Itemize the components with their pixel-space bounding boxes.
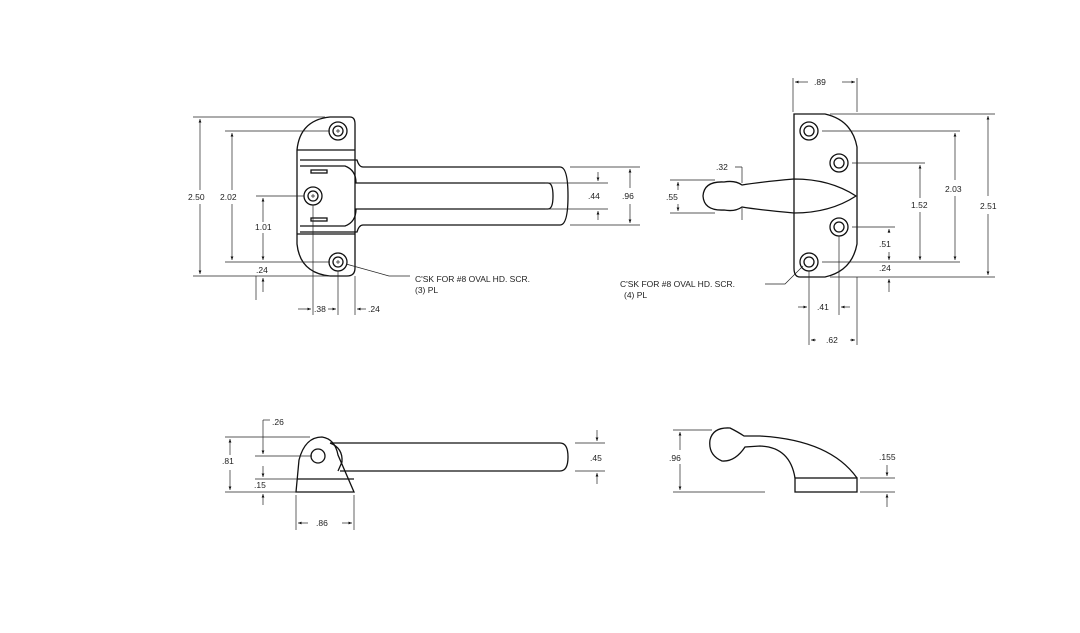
dim-overall-height: 2.50 [188, 192, 205, 202]
dim-overall-height: 2.51 [980, 201, 997, 211]
screw-hole [328, 121, 348, 141]
dim-hole-x-span: .62 [826, 335, 838, 345]
dim-overall-height: .96 [669, 453, 681, 463]
dim-knob-dia: .55 [666, 192, 678, 202]
dim-slot-width: .44 [588, 191, 600, 201]
front-view-chain-plate: 2.50 2.02 1.01 .24 .38 .24 .44 .96 C'SK … [188, 116, 640, 315]
screw-hole [328, 252, 348, 272]
screw-hole [303, 186, 323, 206]
side-view-chain-plate: .26 .81 .15 .86 .45 [222, 417, 605, 530]
dim-plate-width: .89 [814, 77, 826, 87]
screw-hole [799, 121, 819, 141]
dim-base-thickness: .15 [254, 480, 266, 490]
guard-slot [300, 165, 554, 227]
screw-note-qty: (4) PL [624, 290, 647, 300]
keeper-base [794, 477, 858, 493]
side-view-keeper-plate: .96 .155 [669, 427, 896, 507]
dim-hole-x-offset: .41 [817, 302, 829, 312]
dim-edge-offset: .24 [879, 263, 891, 273]
dim-inner-hole-span: 1.52 [911, 200, 928, 210]
dim-base-width: .86 [316, 518, 328, 528]
screw-hole [829, 153, 849, 173]
guard-bar [330, 442, 569, 472]
dim-knob-neck: .32 [716, 162, 728, 172]
screw-note-qty: (3) PL [415, 285, 438, 295]
dim-edge-offset: .24 [256, 265, 268, 275]
guard-loop-outline [300, 159, 569, 233]
screw-note: C'SK FOR #8 OVAL HD. SCR. [620, 279, 735, 289]
pivot-ear [295, 436, 355, 493]
front-view-keeper-plate: .89 2.51 2.03 1.52 .51 .24 .41 .62 .32 .… [620, 77, 997, 345]
screw-note: C'SK FOR #8 OVAL HD. SCR. [415, 274, 530, 284]
dim-hole-offset: .51 [879, 239, 891, 249]
dim-base-thickness: .155 [879, 452, 896, 462]
knob-side-profile [709, 427, 858, 479]
pivot-hole [310, 448, 326, 464]
dim-bar-thickness: .45 [590, 453, 602, 463]
dim-loop-width: .96 [622, 191, 634, 201]
screw-hole [799, 252, 819, 272]
dim-hole-x-left: .38 [314, 304, 326, 314]
knob-handle [702, 178, 858, 214]
dim-outer-hole-span: 2.03 [945, 184, 962, 194]
dim-center-hole: 1.01 [255, 222, 272, 232]
keeper-plate-outline [793, 113, 858, 278]
dim-hole-span: 2.02 [220, 192, 237, 202]
dim-overall-height: .81 [222, 456, 234, 466]
dim-hole-x-right: .24 [368, 304, 380, 314]
screw-hole [829, 217, 849, 237]
dim-pivot-height: .26 [272, 417, 284, 427]
